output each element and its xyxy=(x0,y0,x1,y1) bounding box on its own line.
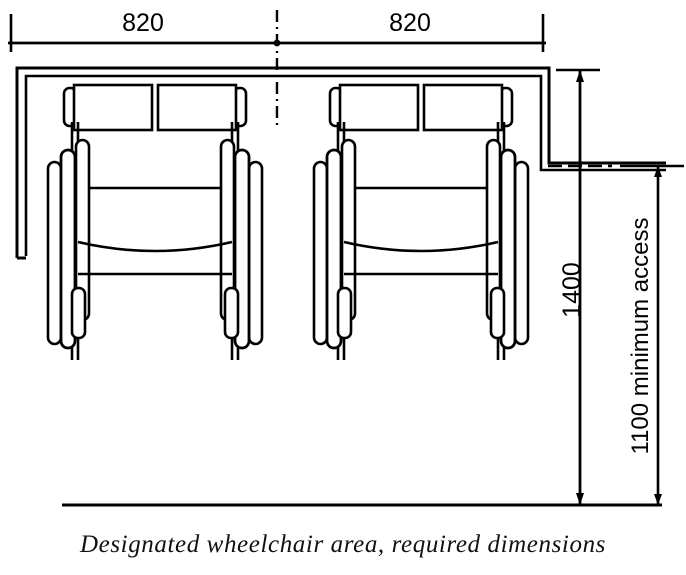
figure-caption: Designated wheelchair area, required dim… xyxy=(79,531,607,558)
top-dimension-band: 820 820 xyxy=(8,9,546,130)
depth-dimension-1400: 1400 xyxy=(548,68,612,505)
access-arrow-top xyxy=(654,166,662,177)
dimension-label-access: 1100 minimum access xyxy=(627,218,654,455)
dimension-label-width-left: 820 xyxy=(122,9,164,37)
centre-node xyxy=(273,39,281,47)
dim-arrow-bottom xyxy=(576,493,584,505)
wheelchair-right xyxy=(312,83,530,362)
wheelchair-left xyxy=(46,83,264,362)
enclosure-wall xyxy=(15,66,666,260)
wall-inner xyxy=(24,74,666,256)
dimension-label-width-right: 820 xyxy=(389,9,431,37)
wall-outer xyxy=(15,66,666,258)
dim-arrow-top xyxy=(576,70,584,82)
access-arrow-bottom xyxy=(654,494,662,505)
access-dimension-1100: 1100 minimum access xyxy=(620,164,684,505)
dimension-label-depth: 1400 xyxy=(558,262,586,318)
